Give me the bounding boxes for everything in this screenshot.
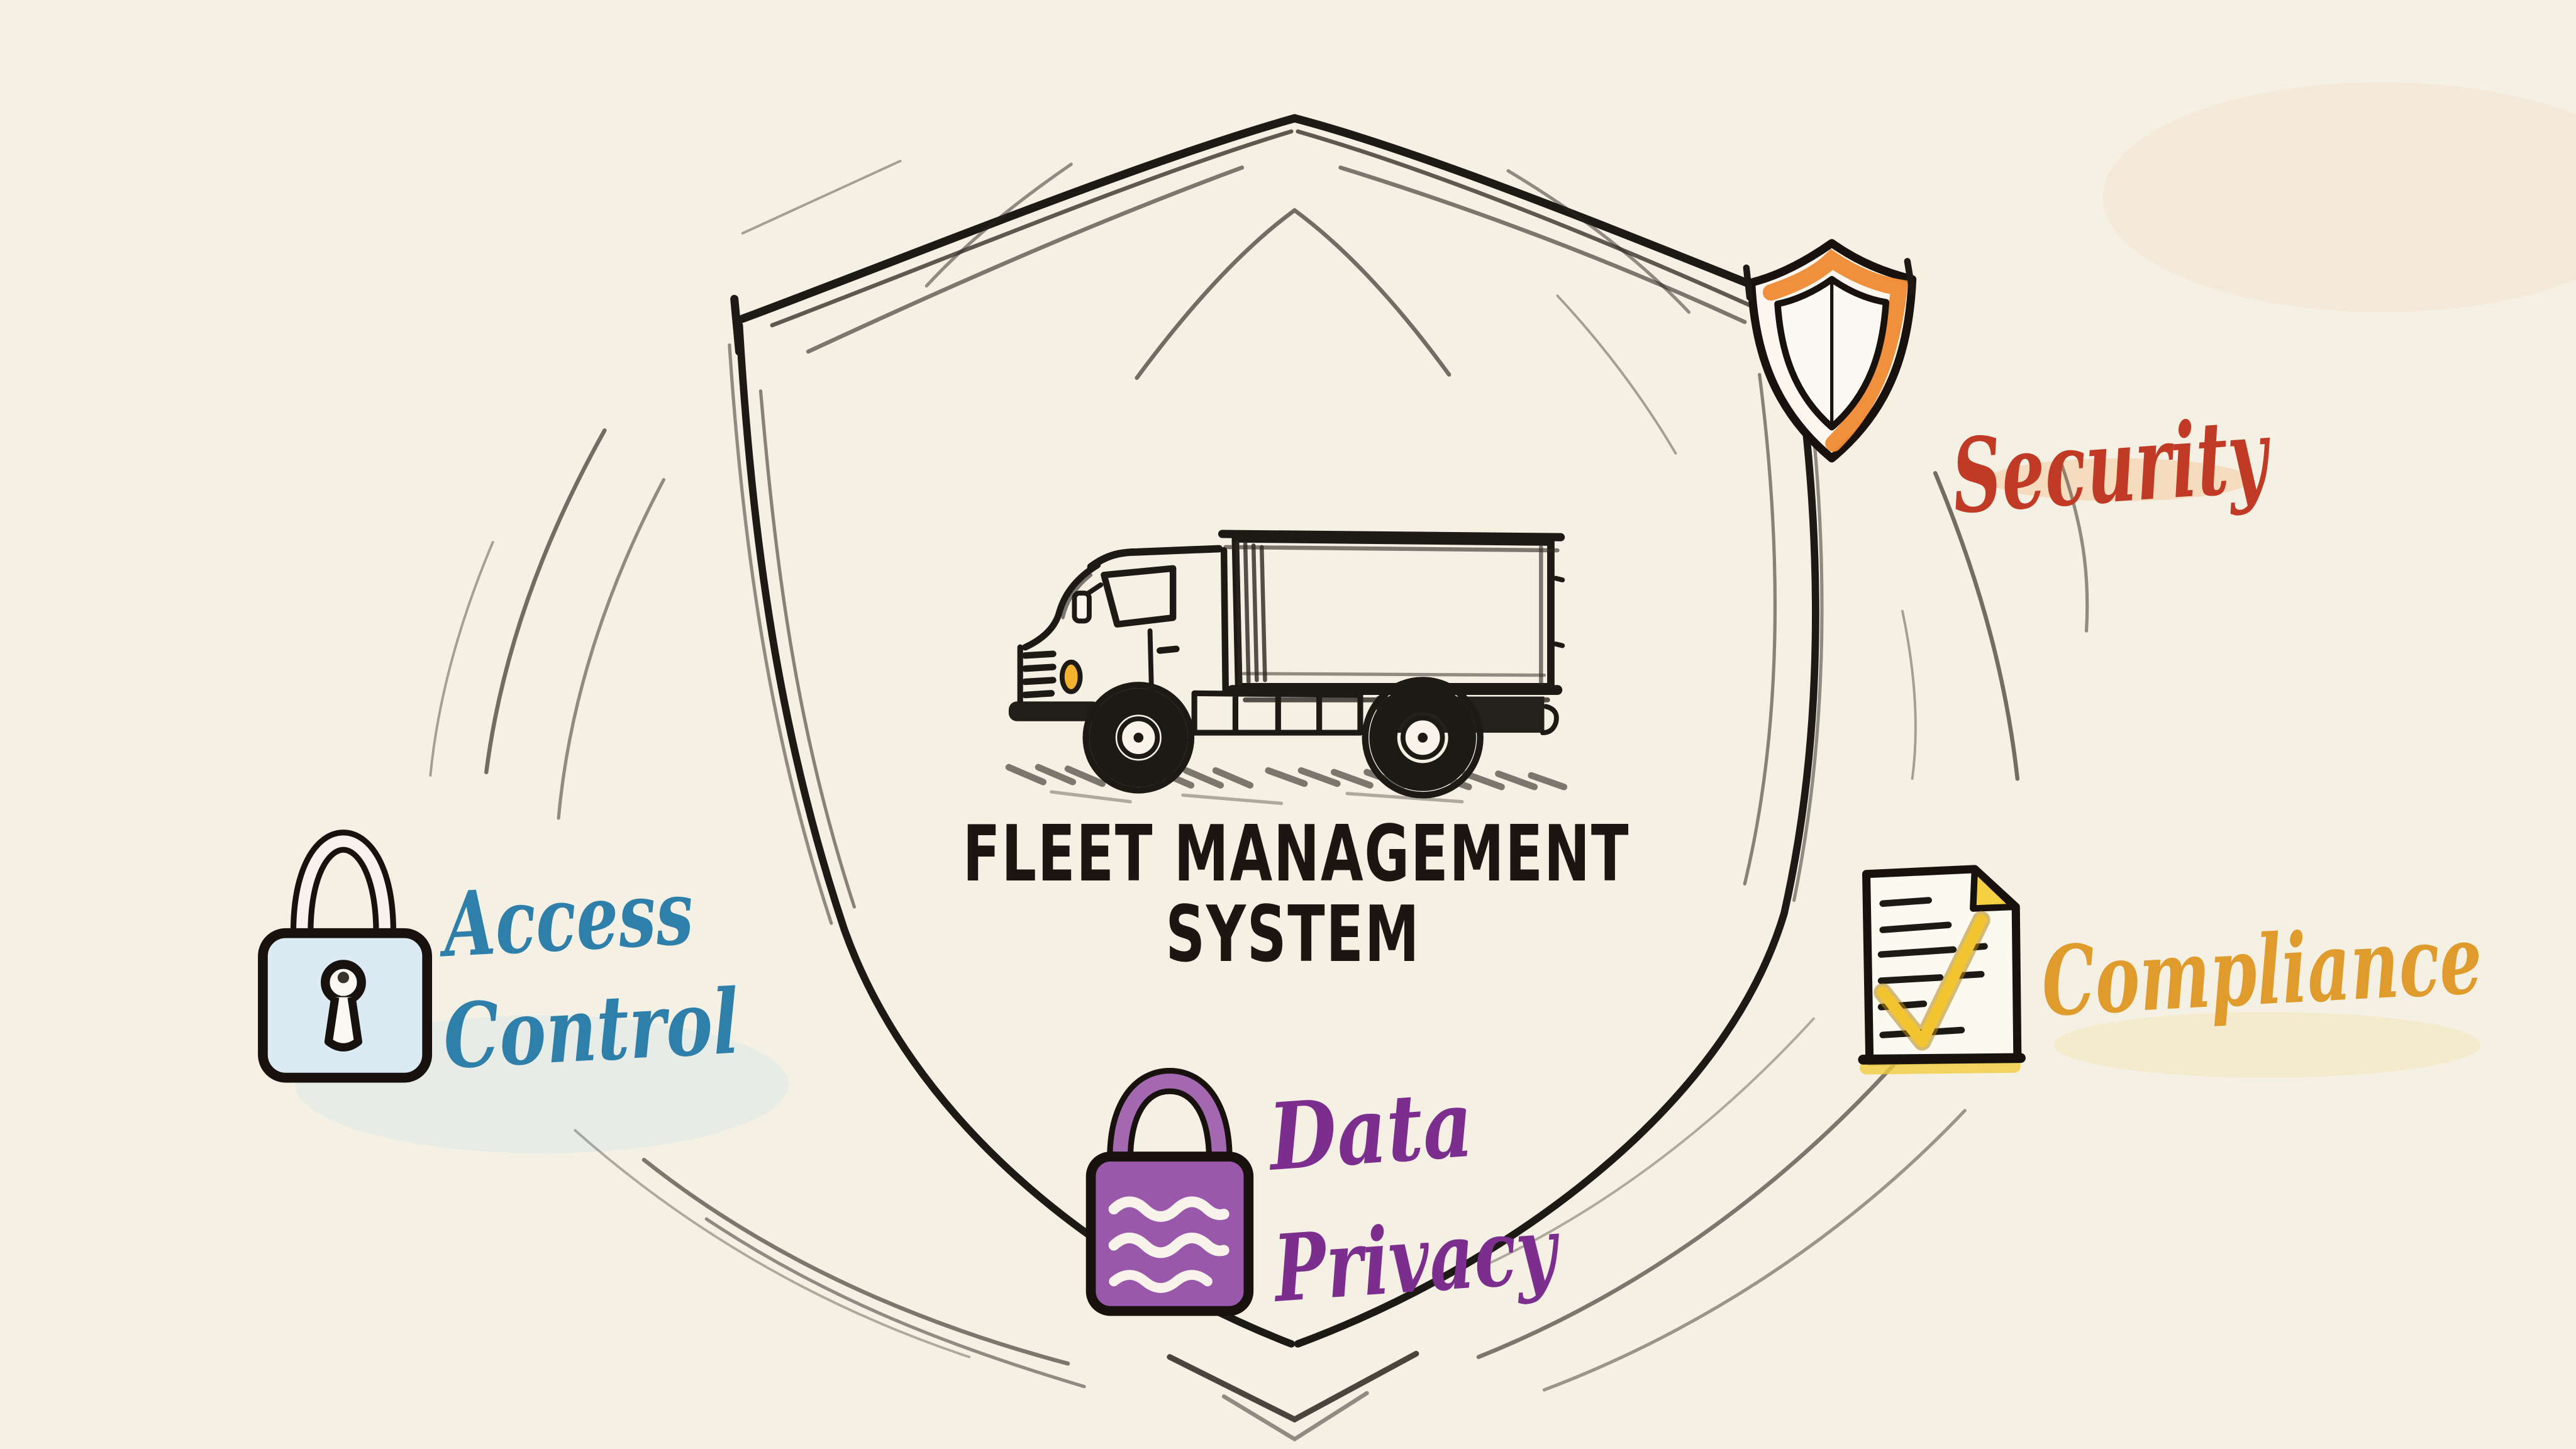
truck-grille-lines [1021,650,1057,699]
shield-top-right-edge [1290,114,1792,303]
yellow-wash [2053,1012,2481,1078]
orange-wash [1987,458,2251,501]
truck-mirror [1072,591,1092,624]
shield-top-right-echo [1296,129,1760,311]
padlock-keyhole-icon [258,830,433,1083]
shield-inner-line-right [1338,165,1747,325]
shield-bottom-echo-chevron-2 [1221,1391,1369,1442]
truck-rear-wheel [1362,677,1484,799]
shield-orange-band [1762,248,1909,452]
access-keyhole-stem [324,996,362,1052]
shield-corner-ticks [1743,258,1916,301]
title-line-1: FLEET MANAGEMENT [963,809,1630,899]
access-control-node: Access Control [258,830,741,1089]
shield-bottom-echo-chevron [1167,1350,1419,1423]
truck-windshield-hood [1021,562,1101,651]
truck-chassis-steps [1191,690,1363,736]
shield-inner-side-left [758,389,856,909]
access-control-label-line1: Access [435,861,696,978]
compliance-label: Compliance [2039,903,2484,1038]
security-node: Security [1743,239,2275,537]
truck-cab-back [1220,547,1229,694]
truck-front-wheel [1082,682,1195,794]
padlock-waves-icon [1085,1067,1254,1316]
privacy-wave-1 [1108,1196,1230,1222]
data-privacy-label-line2: Privacy [1269,1196,1564,1323]
shield-inner-side-right [1743,372,1777,886]
compliance-node: Compliance [1858,865,2485,1075]
truck-headlight [1059,659,1083,694]
access-lock-shackle [296,835,391,947]
document-check-icon [1858,865,2026,1075]
truck-shadow-light [1050,790,1464,805]
data-privacy-node: Data Privacy [1085,1067,1564,1323]
truck-bumper [1008,701,1101,721]
document-fold-corner [1970,865,2018,912]
truck-side-window [1101,565,1177,628]
truck-box-hinges [1553,575,1565,648]
truck-box-front-hatch [1235,540,1267,686]
truck-door-handle [1157,645,1180,654]
shield-top-left-edge [738,114,1299,323]
privacy-lock-shackle [1113,1074,1227,1170]
box-truck-icon [1005,530,1568,805]
shield-top-left-echo [770,129,1294,328]
shield-left-side-echo [728,343,833,925]
truck-tow-hook [1540,704,1559,735]
security-label: Security [1948,396,2275,537]
access-control-label-line2: Control [441,970,741,1089]
title-line-2: SYSTEM [1165,889,1420,979]
motion-arcs [429,160,2089,1392]
truck-box-top-edge [1218,530,1565,541]
document-bottom-bar [1858,1053,2026,1065]
privacy-wave-3 [1109,1270,1213,1293]
shield-inner-peak-chevron [1135,208,1452,380]
shield-right-side [1294,302,1819,1348]
shield-inner-line-left [806,165,1245,354]
data-privacy-label-line1: Data [1263,1070,1476,1192]
center-title: FLEET MANAGEMENT SYSTEM [963,809,1630,979]
paper-tint [2102,82,2576,313]
shield-icon [1743,239,1917,463]
privacy-wave-2 [1108,1232,1230,1258]
document-checkmark [1877,914,1987,1048]
